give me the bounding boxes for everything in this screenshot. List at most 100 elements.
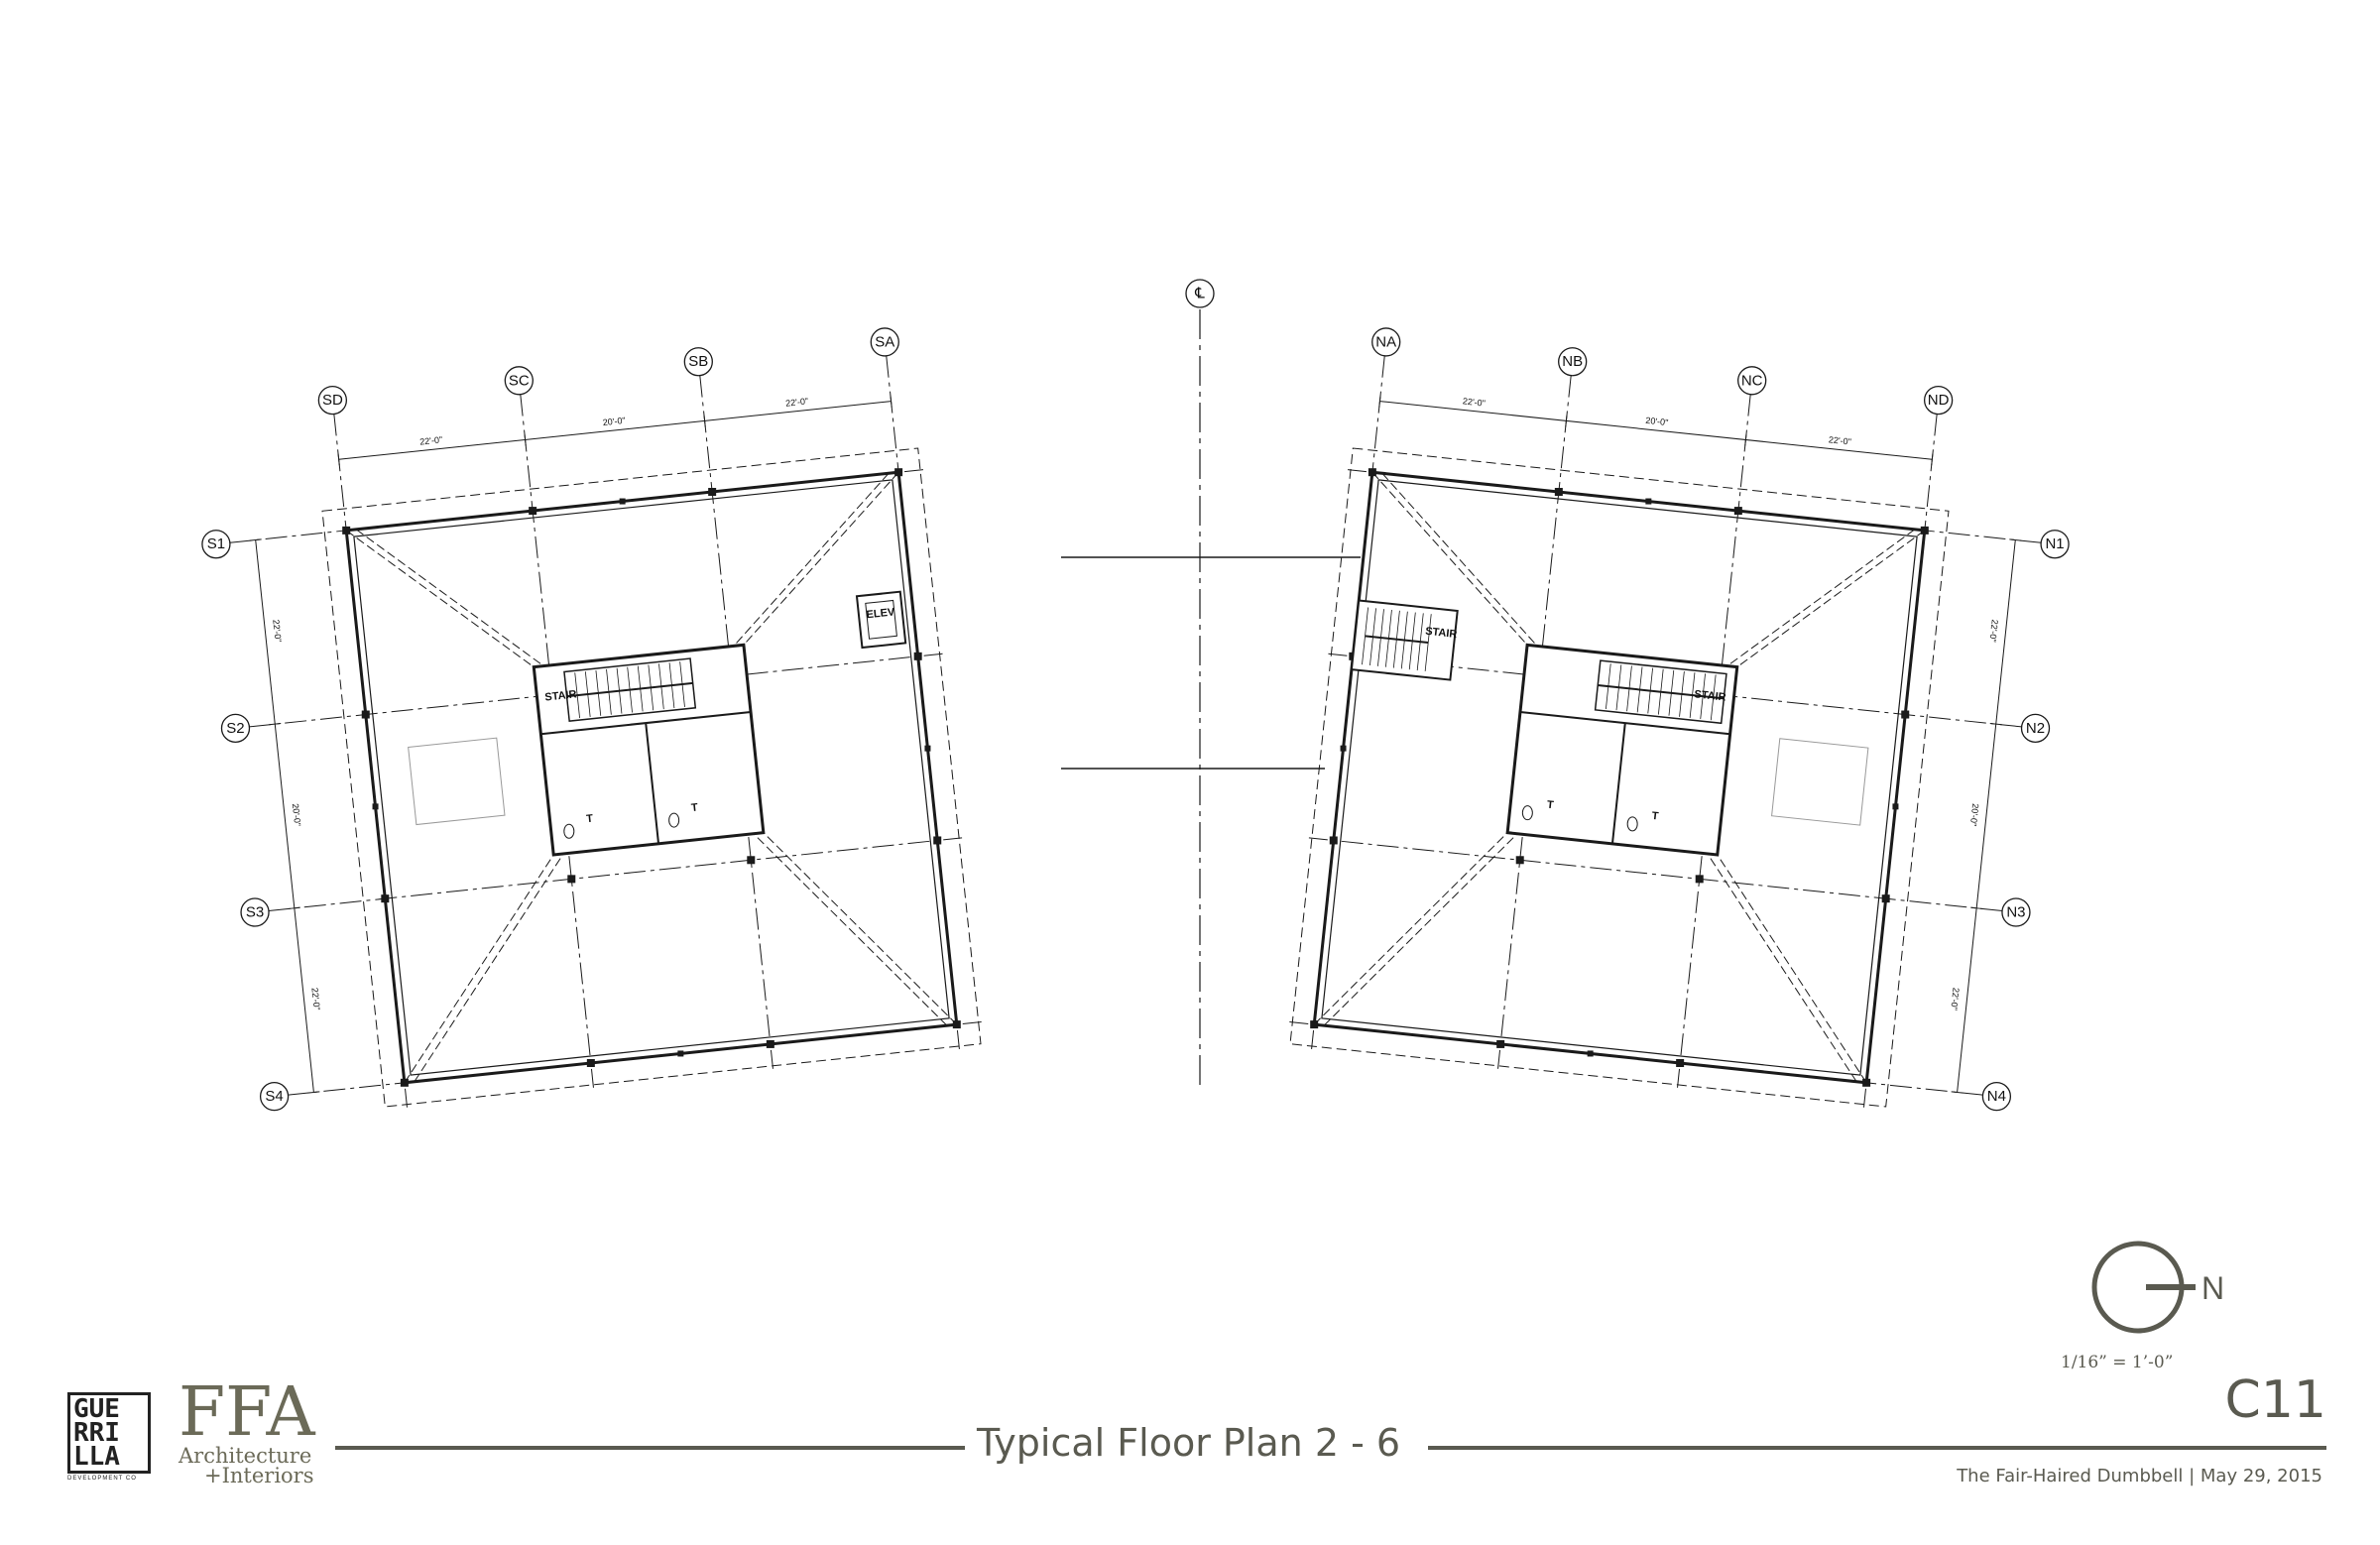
- dimension-tick: [524, 433, 527, 446]
- dimension-line: [338, 401, 892, 460]
- guerrilla-logo-subtitle: DEVELOPMENT CO: [67, 1476, 137, 1482]
- centerline-axis: ℄: [1185, 279, 1215, 1091]
- sky-bridge: [1061, 556, 1361, 770]
- grid-bubble-label: S1: [207, 535, 225, 552]
- dimension-tick: [1989, 723, 2002, 726]
- grid-bubble: [240, 897, 270, 927]
- grid-bubble-label: N1: [2045, 535, 2064, 552]
- office-partition: [1771, 738, 1869, 826]
- sheet-number: C11: [2224, 1370, 2326, 1430]
- grid-bubble: [1558, 347, 1588, 377]
- dimension-text: 22'-0": [1828, 434, 1851, 446]
- partition-wall: [645, 722, 660, 844]
- structural-column: [1733, 507, 1742, 516]
- structural-column: [372, 803, 379, 810]
- grid-bubble-label: SD: [322, 392, 343, 409]
- dimension-text: 22'-0": [1987, 619, 1999, 643]
- structural-column: [708, 488, 717, 497]
- property-line: [321, 447, 982, 1108]
- grid-line: [333, 414, 409, 1108]
- grid-line: [1862, 414, 1938, 1108]
- title-rule-right: [1428, 1446, 2326, 1450]
- grid-bubble-label: NA: [1375, 333, 1396, 350]
- dimension-tick: [1970, 906, 1983, 909]
- ffa-logo-line2: +Interiors: [204, 1464, 314, 1487]
- structural-column: [1892, 803, 1899, 810]
- structural-column: [747, 856, 756, 865]
- scale-label: 1/16” = 1’-0”: [2061, 1353, 2174, 1372]
- elevator-label: ELEV: [866, 606, 895, 621]
- grid-bubble: [1923, 385, 1954, 416]
- structural-column: [1554, 488, 1563, 497]
- restroom-label: T: [1546, 799, 1554, 812]
- structural-column: [381, 894, 390, 903]
- grid-bubble: [2020, 713, 2051, 744]
- grid-bubble: [1981, 1081, 2012, 1112]
- grid-bubble: [259, 1081, 290, 1112]
- grid-line: [1311, 355, 1385, 1050]
- structural-column: [924, 745, 931, 752]
- grid-bubble: [2040, 530, 2070, 559]
- restroom-label: T: [586, 813, 594, 826]
- ffa-logo: FFA Architecture +Interiors: [178, 1373, 315, 1487]
- grid-bubble-label: SC: [509, 372, 530, 389]
- guerrilla-logo-row: GUE: [73, 1394, 120, 1424]
- grid-line: [886, 355, 960, 1050]
- ffa-logo-line1: Architecture: [178, 1444, 312, 1468]
- dimension-tick: [307, 1091, 320, 1094]
- grid-bubble: [201, 530, 231, 559]
- dimension-text: 22'-0": [419, 434, 443, 446]
- grid-line: [288, 1020, 982, 1096]
- structural-column: [1645, 498, 1652, 505]
- grid-line: [1347, 469, 2042, 543]
- centerline-bubble: [1185, 279, 1215, 308]
- structural-column: [1496, 1039, 1505, 1048]
- grid-bubble: [683, 347, 713, 377]
- structural-column: [1881, 894, 1890, 903]
- grid-bubble-label: SB: [688, 353, 708, 370]
- toilet-fixture: [668, 812, 680, 828]
- grid-bubble: [1737, 366, 1767, 396]
- diagonal-brace: [1313, 832, 1508, 1025]
- structural-column: [1676, 1058, 1685, 1067]
- structural-column: [586, 1058, 595, 1067]
- diagonal-brace: [355, 529, 544, 666]
- dimension-tick: [1931, 453, 1934, 466]
- structural-column: [677, 1050, 684, 1057]
- grid-bubble: [870, 327, 899, 357]
- dimension-text: 20'-0": [1968, 803, 1980, 827]
- guerrilla-logo-row: LLA: [73, 1442, 120, 1472]
- stair-label: STAIR: [544, 688, 577, 703]
- ffa-logo-mark: FFA: [178, 1373, 315, 1452]
- dimension-text: 22'-0": [1949, 987, 1961, 1010]
- dimension-line: [255, 539, 314, 1093]
- structural-column: [1695, 875, 1704, 884]
- diagonal-brace: [1736, 530, 1926, 668]
- north-arrow-icon: [2091, 1241, 2196, 1334]
- diagonal-brace: [1707, 853, 1857, 1083]
- grid-line: [1289, 1020, 1983, 1096]
- diagonal-brace: [753, 833, 948, 1026]
- dimension-text: 22'-0": [1462, 396, 1486, 408]
- dimension-text: 22'-0": [309, 987, 321, 1010]
- south-building-plan: SDSCSBSAS1S2S3S422'-0"20'-0"22'-0"22'-0"…: [201, 327, 982, 1112]
- dimension-text: 20'-0": [602, 416, 626, 427]
- stair-handrail: [566, 681, 693, 698]
- north-label: N: [2202, 1270, 2225, 1306]
- diagonal-brace: [1323, 833, 1518, 1026]
- structural-column: [1901, 710, 1910, 719]
- restroom-label: T: [1651, 810, 1659, 823]
- toilet-fixture: [1626, 816, 1638, 832]
- diagonal-brace: [345, 530, 535, 668]
- project-name-date: The Fair-Haired Dumbbell | May 29, 2015: [1957, 1466, 2322, 1486]
- north-building-plan: NANBNCNDN1N2N3N422'-0"20'-0"22'-0"22'-0"…: [1289, 327, 2070, 1112]
- stair-handrail: [1365, 635, 1429, 645]
- grid-bubble-label: ND: [1928, 392, 1950, 409]
- grid-line: [229, 469, 924, 543]
- dimension-line: [1379, 401, 1933, 460]
- dimension-line: [1957, 539, 2016, 1093]
- grid-bubble-label: N4: [1987, 1088, 2006, 1105]
- dimension-text: 20'-0": [291, 803, 302, 827]
- structural-column: [529, 507, 537, 516]
- grid-bubble: [317, 385, 348, 416]
